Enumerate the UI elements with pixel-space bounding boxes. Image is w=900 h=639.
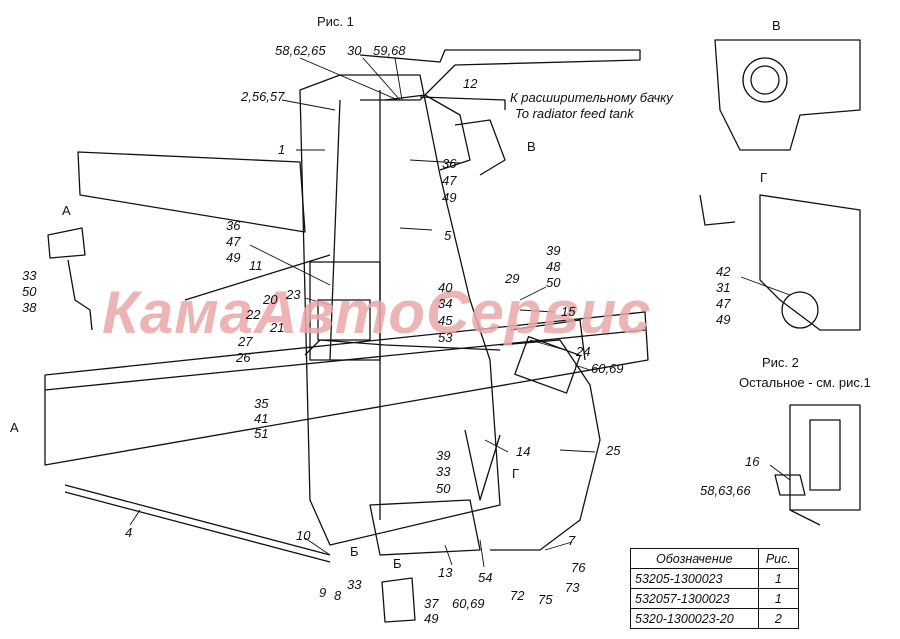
callout: 48 [546, 259, 561, 274]
view-v-label: В [772, 18, 781, 33]
view-a-label-2: А [10, 420, 19, 435]
callout: 75 [538, 592, 553, 607]
table-cell: 1 [757, 588, 800, 609]
callout: 30 [347, 43, 362, 58]
callout: 22 [245, 307, 261, 322]
callout: 33 [347, 577, 362, 592]
note-to-tank-en: To radiator feed tank [515, 106, 635, 121]
callout: 49 [442, 190, 456, 205]
callout: 42 [716, 264, 731, 279]
callout: 8 [334, 588, 342, 603]
callout: 23 [285, 287, 301, 302]
callout: 20 [262, 292, 278, 307]
callout: 24 [575, 344, 590, 359]
table-row: 5320-1300023-20 2 [630, 608, 800, 629]
callout: 36 [442, 156, 457, 171]
callout: 15 [561, 304, 576, 319]
callout: 72 [510, 588, 525, 603]
table-cell: 53205-1300023 [630, 568, 759, 589]
fig2-note: Остальное - см. рис.1 [739, 375, 871, 390]
callout: 76 [571, 560, 586, 575]
callout: 37 [424, 596, 439, 611]
callout: 31 [716, 280, 730, 295]
callout: 10 [296, 528, 311, 543]
callout: 14 [516, 444, 530, 459]
callout: 33 [436, 464, 451, 479]
table-cell: 5320-1300023-20 [630, 608, 759, 629]
callout: 26 [235, 350, 251, 365]
callout: 54 [478, 570, 492, 585]
parts-table: Обозначение Рис. 53205-1300023 1 532057-… [630, 548, 800, 629]
view-a-label: А [62, 203, 71, 218]
callout: 12 [463, 76, 478, 91]
callout: 60,69 [591, 361, 624, 376]
callout: 21 [269, 320, 284, 335]
callout: 47 [226, 234, 241, 249]
callout: 73 [565, 580, 580, 595]
fig2-caption: Рис. 2 [762, 355, 799, 370]
table-cell: 532057-1300023 [630, 588, 759, 609]
callout: 51 [254, 426, 268, 441]
callout: 9 [319, 585, 326, 600]
view-b-label: Б [393, 556, 402, 571]
callout: 33 [22, 268, 37, 283]
callout: 47 [442, 173, 457, 188]
callout: 53 [438, 330, 453, 345]
table-cell: 2 [757, 608, 800, 629]
table-header-row: Обозначение Рис. [630, 548, 800, 569]
callout: 49 [226, 250, 240, 265]
callout: 4 [125, 525, 132, 540]
callout: 34 [438, 296, 452, 311]
column-header-designation: Обозначение [630, 548, 759, 569]
callout: 50 [22, 284, 37, 299]
callout: 27 [237, 334, 253, 349]
callout: 35 [254, 396, 269, 411]
callout: 29 [504, 271, 519, 286]
callout: 49 [424, 611, 438, 626]
fig1-caption: Рис. 1 [317, 14, 354, 29]
callout: 1 [278, 142, 285, 157]
callout: 11 [249, 258, 263, 273]
callout: 7 [568, 533, 576, 548]
callout: 45 [438, 313, 453, 328]
column-header-figure: Рис. [757, 548, 800, 569]
note-to-tank-ru: К расширительному бачку [510, 90, 674, 105]
callout: 5 [444, 228, 452, 243]
watermark: КамаАвтоСервис [102, 279, 652, 346]
callout: 25 [605, 443, 621, 458]
callout: 39 [546, 243, 560, 258]
callout: 2,56,57 [240, 89, 285, 104]
callout: 41 [254, 411, 268, 426]
view-b-label-2: Б [350, 544, 359, 559]
callout: 60,69 [452, 596, 485, 611]
callout: 59,68 [373, 43, 406, 58]
callout: 49 [716, 312, 730, 327]
callout: 36 [226, 218, 241, 233]
callout: 47 [716, 296, 731, 311]
table-row: 53205-1300023 1 [630, 568, 800, 589]
callout: 50 [546, 275, 561, 290]
callout: 16 [745, 454, 760, 469]
callout: 38 [22, 300, 37, 315]
callout: 50 [436, 481, 451, 496]
view-g-label-2: Г [512, 466, 519, 481]
callout: 58,62,65 [275, 43, 326, 58]
view-g-label: Г [760, 170, 767, 185]
table-row: 532057-1300023 1 [630, 588, 800, 609]
view-v-label-2: В [527, 139, 536, 154]
callout: 40 [438, 280, 453, 295]
callout: 13 [438, 565, 453, 580]
callout: 39 [436, 448, 450, 463]
table-cell: 1 [757, 568, 800, 589]
callout: 58,63,66 [700, 483, 751, 498]
